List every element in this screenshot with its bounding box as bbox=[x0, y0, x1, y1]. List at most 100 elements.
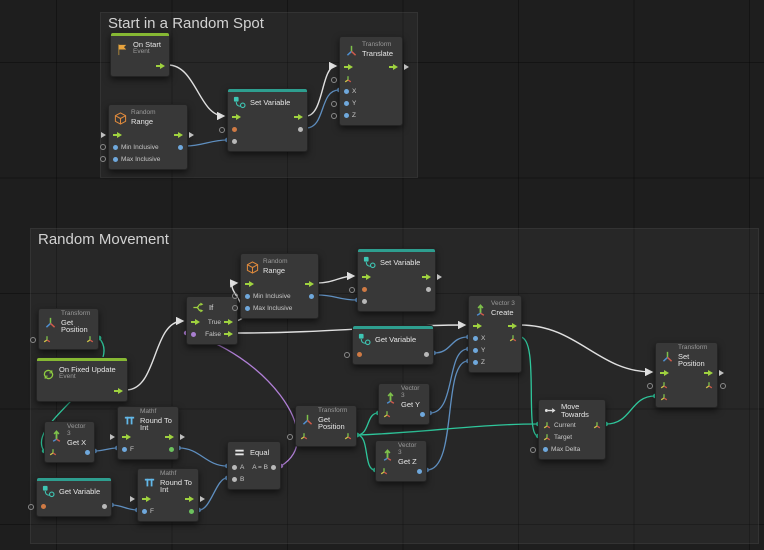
value-out-port[interactable] bbox=[424, 351, 429, 357]
value-out-port[interactable] bbox=[102, 503, 107, 509]
flow-in-port[interactable] bbox=[362, 273, 371, 281]
y-port[interactable] bbox=[473, 347, 478, 353]
node-set-variable-2[interactable]: Set Variable bbox=[349, 248, 442, 312]
wire-setvariable-to-translate[interactable] bbox=[305, 61, 338, 117]
transform-in-port[interactable] bbox=[43, 335, 51, 343]
z-port[interactable] bbox=[473, 359, 478, 365]
position-out-port[interactable] bbox=[86, 335, 94, 343]
wire-range-to-setvariable-value[interactable] bbox=[185, 139, 228, 147]
transform-in-port[interactable] bbox=[660, 381, 668, 389]
f-port[interactable] bbox=[122, 446, 127, 452]
b-port[interactable] bbox=[232, 476, 237, 482]
flow-in-port[interactable] bbox=[122, 433, 131, 441]
z-out-port[interactable] bbox=[417, 468, 422, 474]
flow-out-port[interactable] bbox=[156, 62, 165, 70]
wire-gety-to-create-y[interactable] bbox=[429, 348, 469, 414]
wire-getz-to-create-z[interactable] bbox=[426, 360, 469, 471]
position-out-port[interactable] bbox=[344, 432, 352, 440]
wire-roundtoint2-to-equal-b[interactable] bbox=[198, 477, 228, 511]
variable-name-port[interactable] bbox=[357, 351, 362, 357]
min-inclusive-port[interactable] bbox=[113, 144, 118, 150]
variable-name-port[interactable] bbox=[232, 126, 237, 132]
node-get-variable-2[interactable]: Get Variable bbox=[28, 477, 112, 517]
flow-in-port[interactable] bbox=[232, 113, 241, 121]
wire-vector3-create-to-setposition[interactable] bbox=[519, 324, 654, 377]
max-inclusive-port[interactable] bbox=[245, 305, 250, 311]
node-if[interactable]: If True False bbox=[186, 296, 238, 345]
value-in-port[interactable] bbox=[362, 298, 367, 304]
vector-in-port[interactable] bbox=[49, 448, 57, 456]
node-get-variable-1[interactable]: Get Variable bbox=[344, 325, 434, 365]
f-port[interactable] bbox=[142, 508, 147, 514]
wire-getvariable2-to-roundtoint2[interactable] bbox=[111, 504, 138, 511]
flow-in-port[interactable] bbox=[113, 131, 122, 139]
condition-port[interactable] bbox=[191, 331, 196, 337]
vector-in-port[interactable] bbox=[383, 410, 391, 418]
int-out-port[interactable] bbox=[169, 446, 174, 452]
max-delta-port[interactable] bbox=[543, 446, 548, 452]
flow-out-port[interactable] bbox=[185, 495, 194, 503]
current-port[interactable] bbox=[543, 421, 551, 429]
flow-in-port[interactable] bbox=[245, 280, 254, 288]
flow-out-port[interactable] bbox=[165, 433, 174, 441]
result-port[interactable] bbox=[178, 144, 183, 150]
value-out-port[interactable] bbox=[298, 126, 303, 132]
true-out-port[interactable] bbox=[224, 318, 233, 326]
int-out-port[interactable] bbox=[189, 508, 194, 514]
result-port[interactable] bbox=[593, 421, 601, 429]
a-port[interactable] bbox=[232, 464, 237, 470]
flow-out-port[interactable] bbox=[704, 369, 713, 377]
flow-in-port[interactable] bbox=[344, 63, 353, 71]
variable-name-port[interactable] bbox=[41, 503, 46, 509]
node-move-towards[interactable]: Move Towards Current Target Max Delta bbox=[530, 399, 606, 460]
wire-range2-to-setvariable2-value[interactable] bbox=[316, 294, 358, 301]
transform-in-port[interactable] bbox=[344, 75, 352, 83]
flow-out-port[interactable] bbox=[508, 322, 517, 330]
flow-out-port[interactable] bbox=[114, 387, 123, 395]
min-inclusive-port[interactable] bbox=[245, 293, 250, 299]
value-out-port[interactable] bbox=[426, 286, 431, 292]
target-port[interactable] bbox=[543, 433, 551, 441]
position-in-port[interactable] bbox=[660, 393, 668, 401]
flow-out-port[interactable] bbox=[294, 113, 303, 121]
flow-in-port[interactable] bbox=[473, 322, 482, 330]
y-port[interactable] bbox=[344, 100, 349, 106]
x-port[interactable] bbox=[344, 88, 349, 94]
wire-getposition-to-gety[interactable] bbox=[356, 412, 379, 436]
wire-create-to-movetowards-target[interactable] bbox=[519, 336, 539, 437]
false-out-port[interactable] bbox=[224, 330, 233, 338]
flow-out-port[interactable] bbox=[174, 131, 183, 139]
wire-movetowards-to-setposition[interactable] bbox=[605, 395, 656, 425]
wire-range-to-setvariable[interactable] bbox=[316, 271, 356, 284]
flow-in-port[interactable] bbox=[191, 318, 200, 326]
x-port[interactable] bbox=[473, 335, 478, 341]
transform-out-port[interactable] bbox=[705, 381, 713, 389]
vector-out-port[interactable] bbox=[509, 334, 517, 342]
wire-getvariable-to-create-x[interactable] bbox=[433, 336, 469, 354]
node-set-variable[interactable]: Set Variable bbox=[219, 88, 308, 152]
transform-in-port[interactable] bbox=[300, 432, 308, 440]
wire-setvariable-to-translate-x[interactable] bbox=[305, 89, 340, 129]
flow-out-port[interactable] bbox=[422, 273, 431, 281]
flow-out-port[interactable] bbox=[305, 280, 314, 288]
flow-in-port[interactable] bbox=[660, 369, 669, 377]
x-out-port[interactable] bbox=[85, 449, 90, 455]
wire-getposition-to-movetowards-current[interactable] bbox=[356, 423, 539, 436]
max-inclusive-port[interactable] bbox=[113, 156, 118, 162]
y-out-port[interactable] bbox=[420, 411, 425, 417]
wire-getx-to-roundtoint[interactable] bbox=[94, 447, 118, 452]
